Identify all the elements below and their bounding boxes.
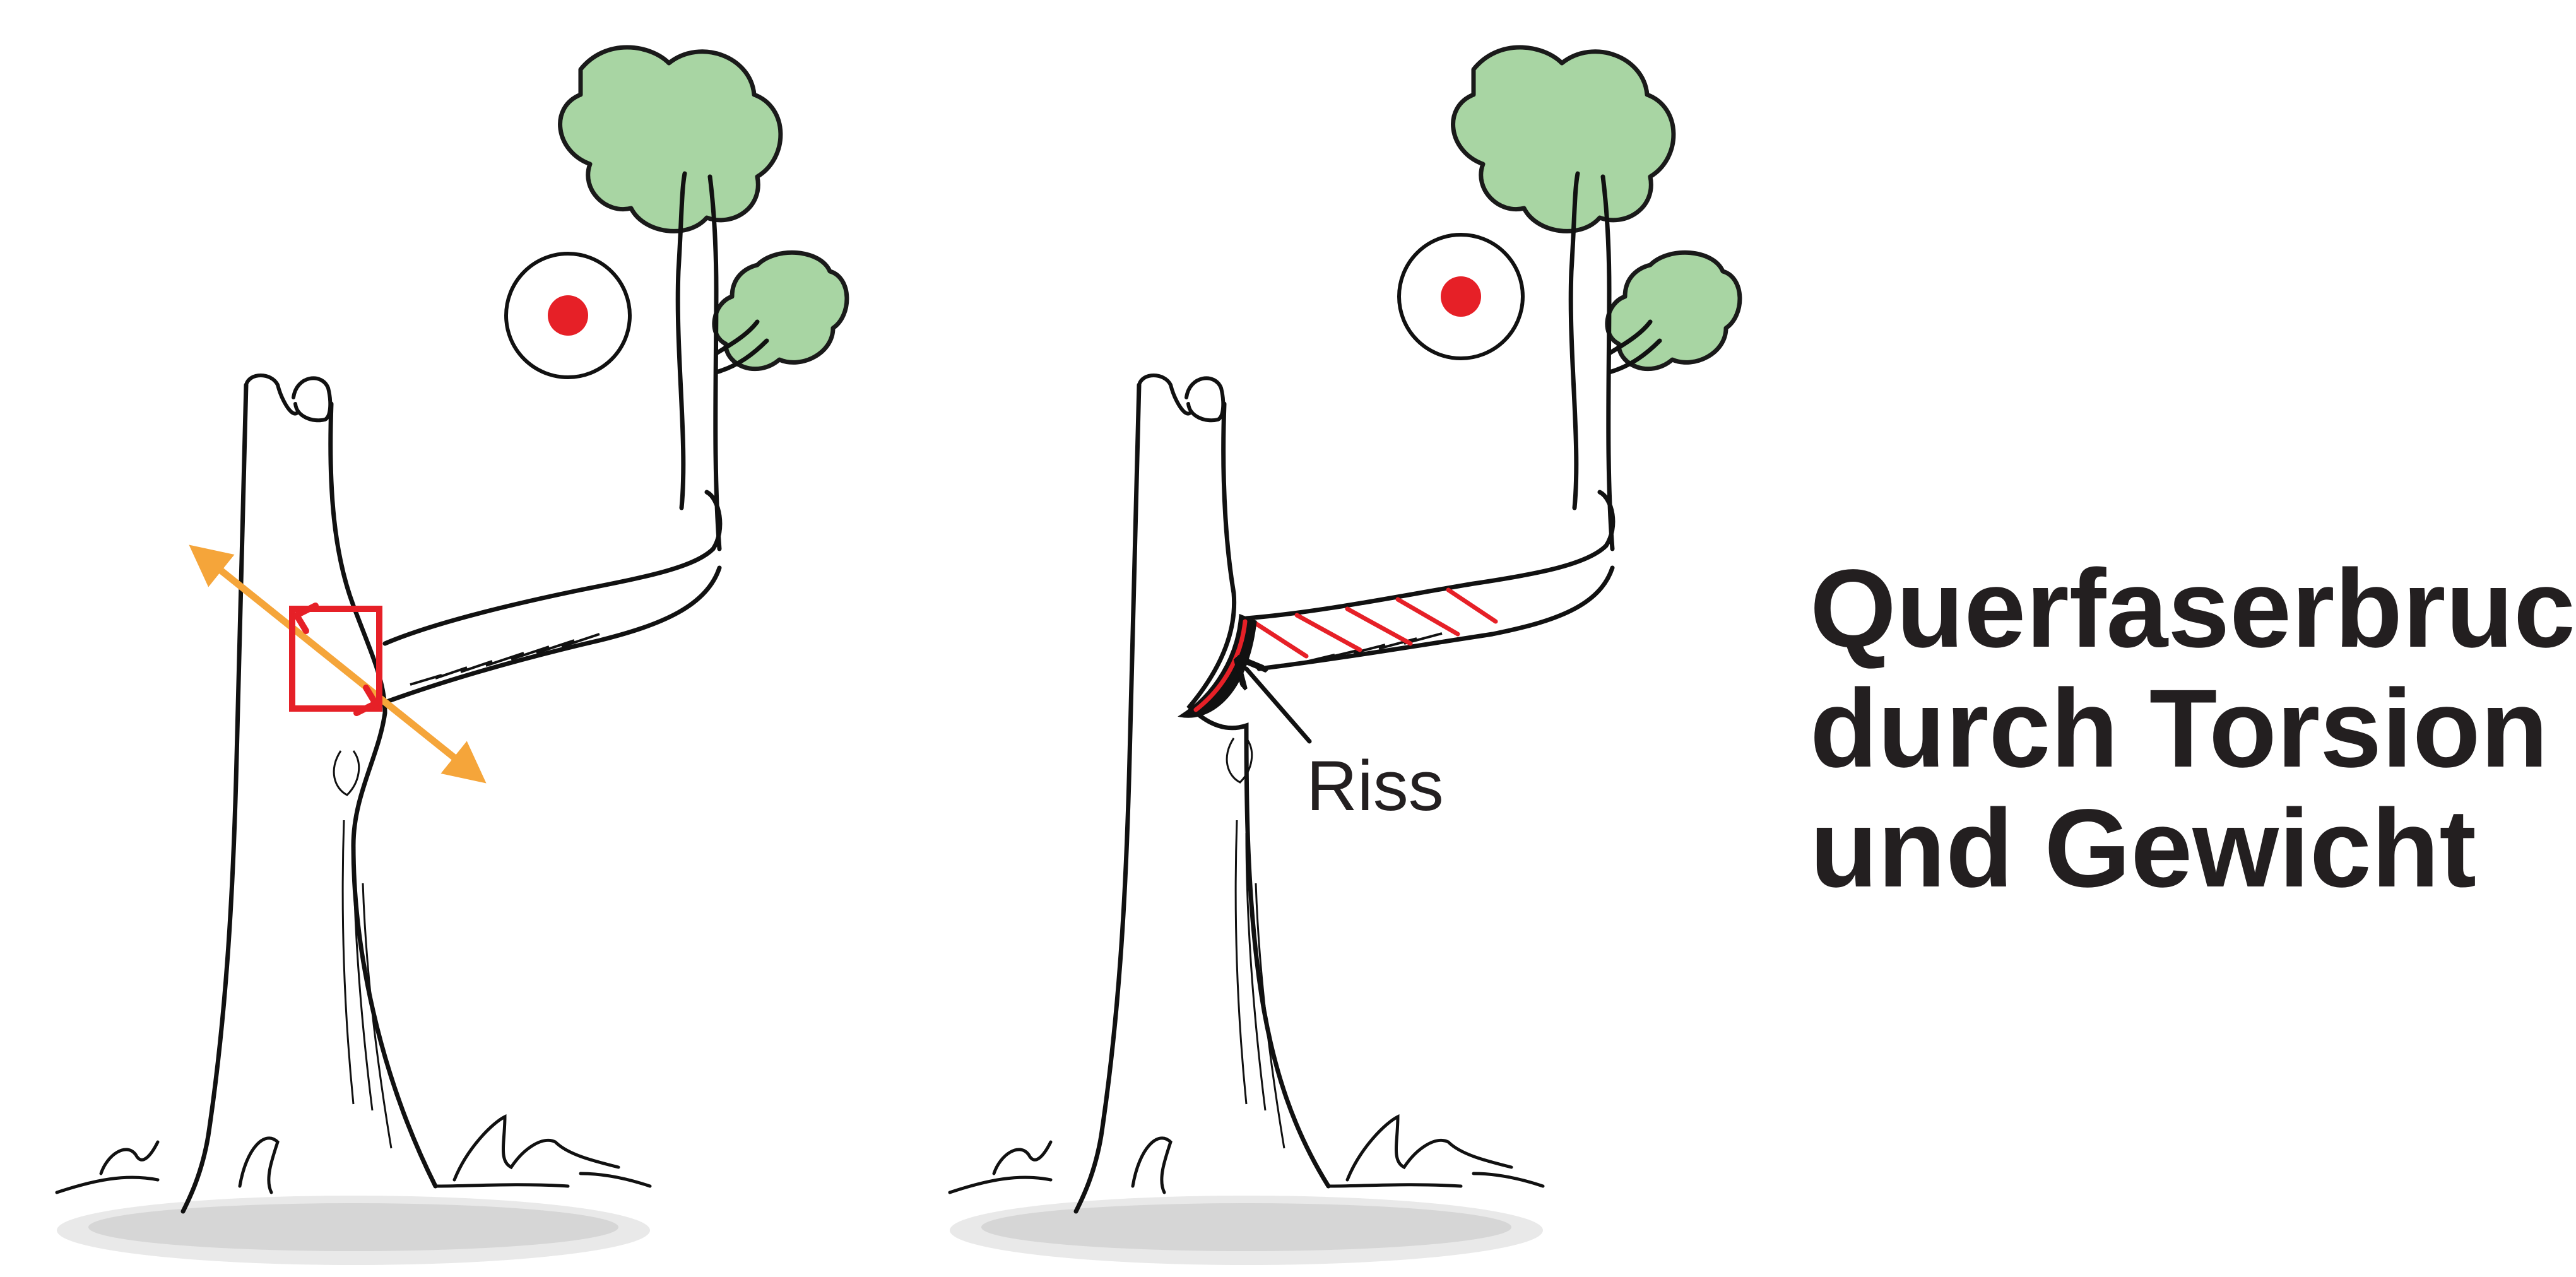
right-grass (950, 1117, 1543, 1192)
left-branch-hatching (410, 634, 600, 685)
title-line-3: und Gewicht (1810, 789, 2576, 909)
title-line-1: Querfaserbruch (1810, 549, 2576, 669)
left-grass (57, 1117, 650, 1192)
right-rotation-marker (1399, 235, 1523, 358)
left-crown-top (560, 47, 781, 231)
left-tree (57, 47, 847, 1265)
right-branch-hatching (1303, 633, 1442, 662)
right-trunk-top (1139, 375, 1223, 420)
left-trunk-outline (183, 385, 435, 1211)
right-trunk-outline (1076, 385, 1328, 1211)
left-rotation-marker (506, 254, 630, 377)
right-tree (950, 47, 1740, 1265)
right-crown-side (1607, 252, 1740, 368)
left-trunk-top (246, 375, 330, 420)
left-ground (57, 1196, 650, 1265)
crack-label: Riss (1306, 751, 1444, 821)
riss-pointer-arrow (1246, 669, 1309, 741)
diagram-title: Querfaserbruch durch Torsion und Gewicht (1810, 549, 2576, 909)
right-ground (950, 1196, 1543, 1265)
left-stress-arrow (202, 555, 473, 773)
right-crown-top (1453, 47, 1674, 231)
title-line-2: durch Torsion (1810, 669, 2576, 789)
left-crown-side (714, 252, 847, 368)
